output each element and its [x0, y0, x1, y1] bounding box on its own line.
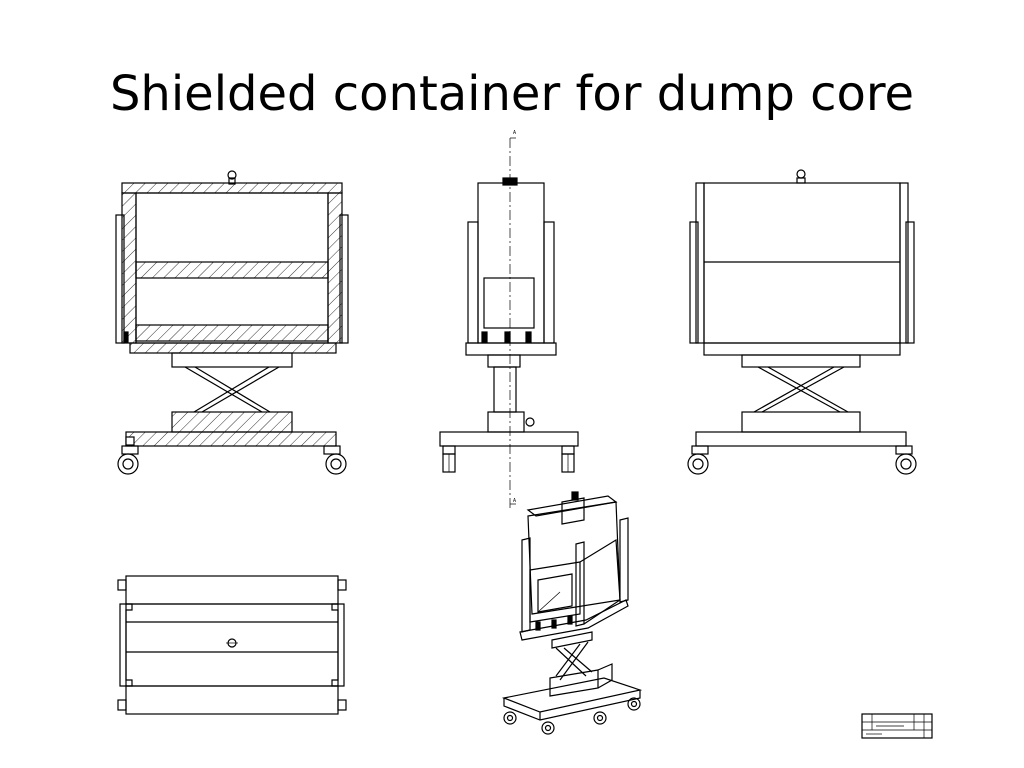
top-view: [117, 575, 347, 715]
caster-icon: [442, 445, 456, 473]
slide-title: Shielded container for dump core: [109, 66, 915, 122]
wheel-icon: [687, 445, 709, 475]
lifting-eye-icon: [796, 169, 806, 184]
lifting-eye-icon: [227, 170, 237, 185]
drawing-title-block: [861, 713, 933, 739]
wheel-icon: [323, 445, 347, 475]
caster-icon: [561, 445, 575, 473]
wheel-icon: [593, 711, 607, 725]
section-marker-bottom: A: [513, 498, 516, 504]
wheel-icon: [541, 721, 555, 735]
lifting-eye-icon: [502, 177, 518, 186]
wheel-icon: [117, 445, 139, 475]
wheel-icon: [503, 711, 517, 725]
front-section-view: [115, 170, 349, 475]
section-marker-top: A: [513, 130, 516, 136]
rear-view: [687, 169, 917, 475]
lifting-eye-icon: [226, 638, 238, 648]
isometric-view: [501, 491, 643, 735]
wheel-icon: [895, 445, 917, 475]
wheel-icon: [627, 697, 641, 711]
side-view: A A: [439, 130, 579, 510]
